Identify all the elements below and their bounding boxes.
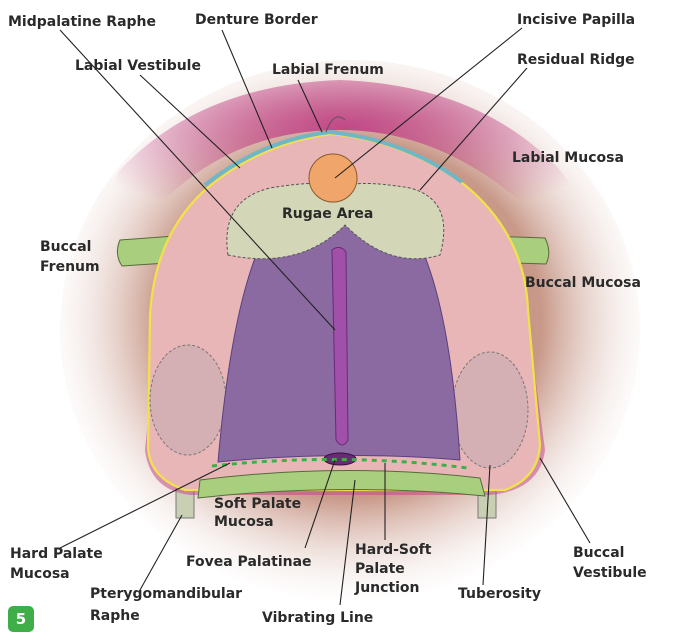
- label-hard-palate-2: Mucosa: [10, 566, 70, 582]
- label-fovea-palatinae: Fovea Palatinae: [186, 554, 312, 570]
- leader-lines: [59, 27, 591, 606]
- tuberosities: [149, 344, 529, 469]
- label-rugae-area: Rugae Area: [282, 206, 373, 222]
- soft-palate-band: [197, 469, 486, 499]
- label-soft-palate-2: Mucosa: [214, 514, 274, 530]
- label-labial-vestibule: Labial Vestibule: [75, 58, 201, 74]
- label-hard-soft-2: Palate: [355, 561, 405, 577]
- label-pterygo-1: Pterygomandibular: [90, 586, 242, 602]
- midpalatine-raphe: [331, 246, 349, 446]
- label-hard-soft-1: Hard-Soft: [355, 542, 432, 558]
- labels: Midpalatine Raphe Denture Border Incisiv…: [8, 12, 647, 626]
- rugae-area: [226, 182, 445, 260]
- label-labial-mucosa: Labial Mucosa: [512, 150, 624, 166]
- label-denture-border: Denture Border: [195, 12, 318, 28]
- label-labial-frenum: Labial Frenum: [272, 62, 384, 78]
- label-hard-palate-1: Hard Palate: [10, 546, 103, 562]
- label-vibrating-line: Vibrating Line: [262, 610, 373, 626]
- labial-vestibule-band: [203, 129, 464, 187]
- labial-frenum-notch: [325, 116, 346, 133]
- label-buccal-vestibule-2: Vestibule: [573, 565, 647, 581]
- label-incisive-papilla: Incisive Papilla: [517, 12, 635, 28]
- label-buccal-vestibule-1: Buccal: [573, 545, 624, 561]
- incisive-papilla: [308, 153, 358, 203]
- figure-number-badge: 5: [8, 606, 34, 632]
- fovea-palatinae: [323, 452, 357, 466]
- label-soft-palate-1: Soft Palate: [214, 496, 301, 512]
- label-pterygo-2: Raphe: [90, 608, 140, 624]
- label-buccal-mucosa: Buccal Mucosa: [525, 275, 641, 291]
- vibrating-line: [211, 457, 469, 470]
- label-tuberosity: Tuberosity: [458, 586, 541, 602]
- label-midpalatine-raphe: Midpalatine Raphe: [8, 14, 156, 30]
- label-buccal-frenum-1: Buccal: [40, 239, 91, 255]
- label-residual-ridge: Residual Ridge: [517, 52, 635, 68]
- label-buccal-frenum-2: Frenum: [40, 259, 100, 275]
- label-hard-soft-3: Junction: [354, 580, 420, 596]
